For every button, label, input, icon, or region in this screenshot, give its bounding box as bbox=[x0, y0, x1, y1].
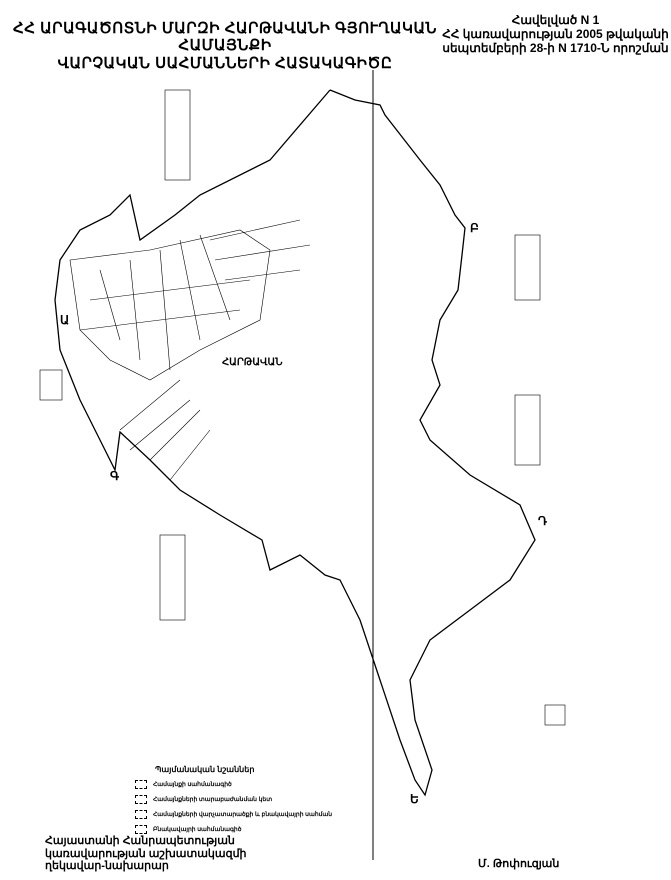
signatory-line: ղեկավար-նախարար bbox=[45, 860, 169, 873]
legend-item: Բնակավայրի սահմանագիծ bbox=[135, 825, 335, 834]
village-parcels bbox=[69, 219, 311, 481]
point-label: Դ bbox=[538, 514, 547, 528]
legend-swatch-icon bbox=[135, 780, 147, 789]
signatory-title: Հայաստանի Հանրապետության կառավարության ա… bbox=[45, 835, 247, 873]
title-line: ՎԱՐՉԱԿԱՆ ՍԱՀՄԱՆՆԵՐԻ ՀԱՏԱԿԱԳԻԾԸ bbox=[57, 54, 393, 72]
coordinate-tables bbox=[39, 89, 566, 726]
annex-line: սեպտեմբերի 28-ի N 1710-Ն որոշման bbox=[442, 40, 669, 55]
point-label: Բ bbox=[470, 221, 479, 235]
legend-item: Համայնքի սահմանագիծ bbox=[135, 780, 335, 789]
signatory-line: կառավարության աշխատակազմի bbox=[45, 847, 247, 860]
legend-title: Պայմանական նշաններ bbox=[155, 765, 255, 774]
point-label: Ե bbox=[410, 792, 419, 806]
signatory-name: Մ. Թոփուզյան bbox=[478, 858, 560, 870]
title-line: ՀՀ ԱՐԱԳԱԾՈՏՆԻ ՄԱՐԶԻ ՀԱՐԹԱՎԱՆԻ ԳՅՈՒՂԱԿԱՆ … bbox=[13, 20, 437, 55]
point-label: Գ bbox=[110, 469, 119, 483]
community-boundary bbox=[54, 89, 536, 797]
legend-swatch-icon bbox=[135, 795, 147, 804]
legend-label: Բնակավայրի սահմանագիծ bbox=[153, 827, 242, 833]
legend-label: Համայնքի սահմանագիծ bbox=[153, 782, 232, 788]
annex-line: Հավելված N 1 bbox=[511, 13, 600, 27]
legend-item: Համայնքների տարաբաժանման կետ bbox=[135, 795, 335, 804]
village-label: ՀԱՐԹԱՎԱՆ bbox=[222, 357, 283, 368]
annex-note: Հավելված N 1 ՀՀ կառավարության 2005 թվակա… bbox=[440, 13, 671, 55]
annex-line: ՀՀ կառավարության 2005 թվականի bbox=[442, 26, 669, 41]
document-title: ՀՀ ԱՐԱԳԱԾՈՏՆԻ ՄԱՐԶԻ ՀԱՐԹԱՎԱՆԻ ԳՅՈՒՂԱԿԱՆ … bbox=[5, 20, 445, 72]
legend-item: Համայնքների վարչատարածքի և բնակավայրի սա… bbox=[135, 810, 335, 819]
legend-label: Համայնքների տարաբաժանման կետ bbox=[153, 797, 273, 803]
signatory-line: Հայաստանի Հանրապետության bbox=[45, 835, 235, 847]
legend-swatch-icon bbox=[135, 825, 147, 834]
point-label: Ա bbox=[60, 313, 69, 327]
map-legend: Պայմանական նշաններ Համայնքի սահմանագիծ Հ… bbox=[135, 765, 335, 840]
legend-swatch-icon bbox=[135, 810, 147, 819]
legend-label: Համայնքների վարչատարածքի և բնակավայրի սա… bbox=[153, 812, 333, 818]
